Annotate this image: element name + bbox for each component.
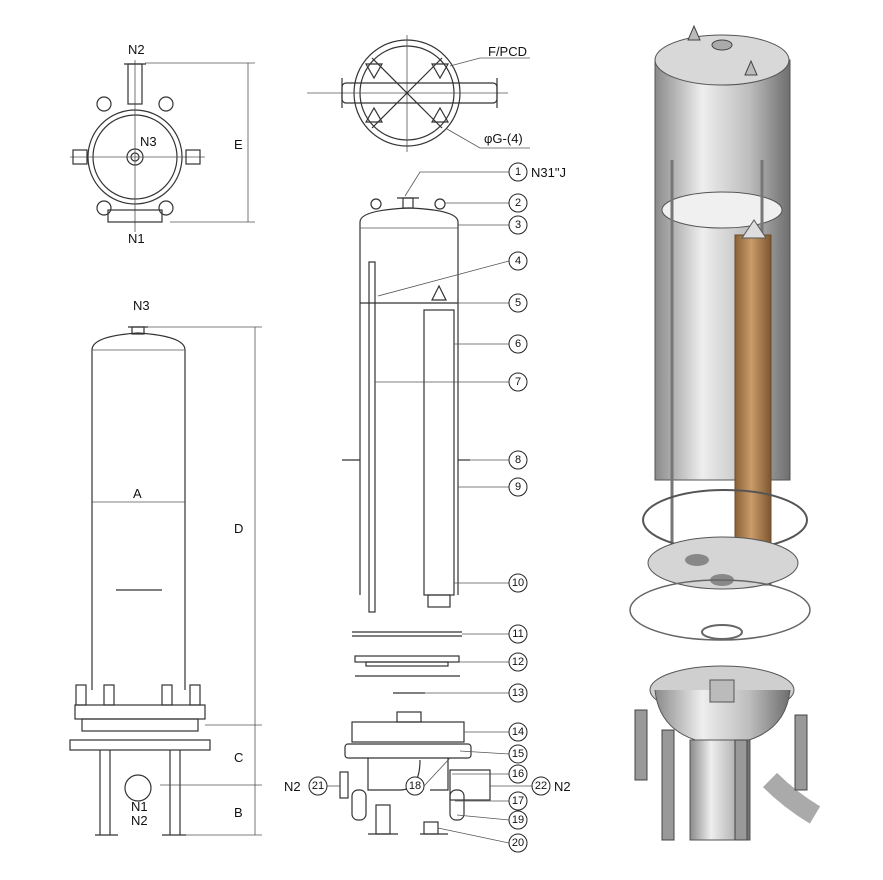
- callout-circle: [508, 215, 528, 235]
- callout-2: 2: [445, 193, 528, 213]
- callout-22: 22 N2: [490, 776, 571, 796]
- callout-circle: [508, 652, 528, 672]
- callout-14: 14: [464, 722, 528, 742]
- callout-16: 16: [452, 764, 528, 784]
- callout-18: 18: [405, 757, 451, 796]
- callout-circle: [508, 450, 528, 470]
- callout-number: 10: [512, 577, 524, 589]
- callout-number: 16: [512, 768, 524, 780]
- callout-circle: [508, 293, 528, 313]
- callout-5: 5: [458, 293, 528, 313]
- label-n2-side: N2: [131, 813, 148, 828]
- callout-3: 3: [458, 215, 528, 235]
- leader-line: [404, 171, 509, 197]
- callout-circle: [308, 776, 328, 796]
- callout-circle: [508, 573, 528, 593]
- callout-number: 2: [515, 197, 521, 209]
- callout-circle: [508, 624, 528, 644]
- dimension-b: B: [234, 805, 243, 820]
- callout-number: 14: [512, 726, 524, 738]
- callouts: 1 N31"J 2 3 4 5 6 7 8 9 10 11 12 13 14 15 16 17 18 19 20 21 N2…: [284, 162, 571, 853]
- callout-circle: [508, 791, 528, 811]
- callout-circle: [508, 744, 528, 764]
- leader-line: [377, 260, 510, 297]
- callout-circle: [508, 334, 528, 354]
- middle-exploded-view: [339, 197, 491, 835]
- callout-circle: [508, 162, 528, 182]
- callout-number: 1: [515, 166, 521, 178]
- callout-number: 6: [515, 338, 521, 350]
- callout-12: 12: [459, 652, 528, 672]
- callout-number: 22: [535, 780, 547, 792]
- callout-17: 17: [455, 791, 528, 811]
- callout-circle: [508, 833, 528, 853]
- callout-number: 13: [512, 687, 524, 699]
- callout-19: 19: [456, 810, 528, 830]
- label-bolt-holes: φG-(4): [484, 131, 523, 146]
- left-side-view: N3 A D C B N1 N2: [69, 298, 262, 836]
- dimension-c: C: [234, 750, 243, 765]
- callout-circle: [508, 251, 528, 271]
- left-top-view: N2 N3 N1 E: [70, 42, 255, 246]
- callout-number: 4: [515, 255, 521, 267]
- dimension-e: E: [234, 137, 243, 152]
- callout-21: 21 N2: [284, 776, 340, 796]
- render-3d-exploded: [629, 24, 821, 841]
- callout-number: 12: [512, 656, 524, 668]
- callout-prefix: N2: [284, 779, 301, 794]
- callout-8: 8: [470, 450, 528, 470]
- callout-11: 11: [462, 624, 528, 644]
- label-n1-side: N1: [131, 799, 148, 814]
- leader-line: [423, 757, 451, 787]
- middle-top-view: F/PCD φG-(4): [307, 35, 530, 152]
- callout-circle: [508, 193, 528, 213]
- callout-circle: [508, 372, 528, 392]
- label-n3-side: N3: [133, 298, 150, 313]
- dimension-a: A: [133, 486, 142, 501]
- callout-number: 18: [409, 780, 421, 792]
- callout-number: 15: [512, 748, 524, 760]
- callout-number: 8: [515, 454, 521, 466]
- callout-number: 3: [515, 219, 521, 231]
- callout-13: 13: [425, 683, 528, 703]
- callout-15: 15: [459, 744, 528, 764]
- callout-circle: [508, 764, 528, 784]
- dimension-d: D: [234, 521, 243, 536]
- callout-4: 4: [377, 251, 528, 297]
- label-n3-top: N3: [140, 134, 157, 149]
- callout-circle: [531, 776, 551, 796]
- callout-number: 9: [515, 481, 521, 493]
- callout-6: 6: [454, 334, 528, 354]
- callout-circle: [508, 810, 528, 830]
- label-n1-top: N1: [128, 231, 145, 246]
- callout-number: 17: [512, 795, 524, 807]
- callout-9: 9: [458, 477, 528, 497]
- label-n2-top: N2: [128, 42, 145, 57]
- callout-circle: [508, 722, 528, 742]
- callout-circle: [508, 683, 528, 703]
- callout-circle: [405, 776, 425, 796]
- callout-7: 7: [375, 372, 528, 392]
- callout-number: 20: [512, 837, 524, 849]
- label-flange-pcd: F/PCD: [488, 44, 527, 59]
- callout-number: 7: [515, 376, 521, 388]
- callout-10: 10: [454, 573, 528, 593]
- leader-line: [437, 827, 510, 844]
- callout-number: 5: [515, 297, 521, 309]
- callout-20: 20: [437, 827, 528, 853]
- callout-1: 1 N31"J: [404, 162, 566, 197]
- callout-number: 19: [512, 814, 524, 826]
- leader-line: [459, 750, 510, 755]
- callout-suffix: N31"J: [531, 165, 566, 180]
- callout-number: 21: [312, 780, 324, 792]
- callout-circle: [508, 477, 528, 497]
- callout-suffix: N2: [554, 779, 571, 794]
- callout-number: 11: [512, 628, 523, 640]
- leader-line: [456, 814, 510, 821]
